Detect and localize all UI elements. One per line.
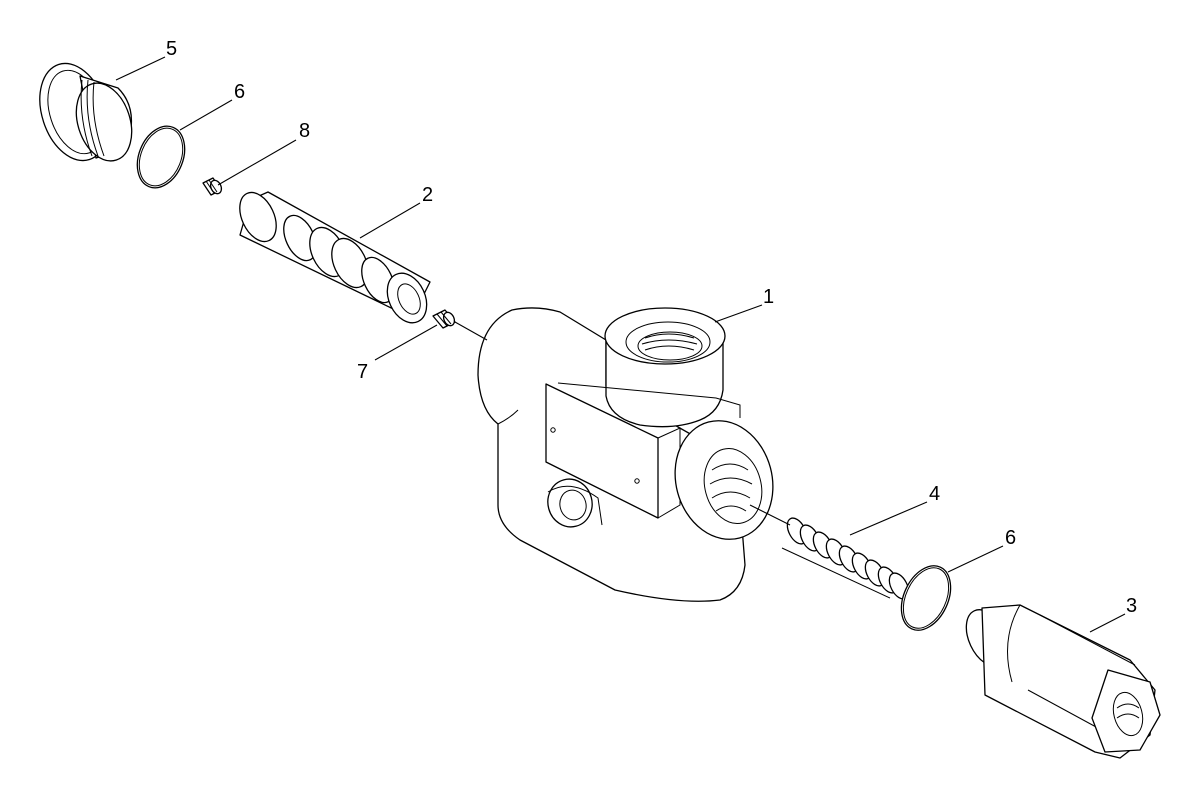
- callout-1: 1: [763, 286, 774, 308]
- callout-3: 3: [1126, 595, 1137, 617]
- leader-line-7-axis: [454, 321, 488, 341]
- spool-part: [239, 191, 431, 324]
- end-cap-part: [965, 604, 1161, 759]
- callout-labels: 5 6 8 2 7 1 4 6 3: [166, 38, 1137, 617]
- set-screw-upper-part: [202, 177, 223, 196]
- plug-part: [39, 62, 133, 162]
- callout-8: 8: [299, 120, 310, 142]
- valve-body-part: [477, 307, 774, 602]
- leader-line-1: [714, 304, 763, 323]
- callout-4: 4: [929, 483, 940, 505]
- leader-line-spring-axis: [749, 504, 791, 526]
- callout-7: 7: [357, 361, 368, 383]
- leader-line-4: [849, 501, 928, 536]
- leader-lines: [115, 56, 1126, 633]
- callout-2: 2: [422, 184, 433, 206]
- leader-line-2: [359, 202, 421, 239]
- leader-line-6-right: [947, 545, 1004, 573]
- leader-line-7: [374, 324, 438, 361]
- o-ring-left-part: [136, 125, 186, 189]
- leader-line-3: [1089, 613, 1126, 633]
- callout-6-right: 6: [1005, 527, 1016, 549]
- spring-part: [781, 517, 910, 600]
- callout-5: 5: [166, 38, 177, 60]
- leader-line-8: [217, 139, 297, 186]
- leader-line-6-left: [179, 99, 233, 131]
- o-ring-right-part: [900, 565, 952, 631]
- callout-6-left: 6: [234, 81, 245, 103]
- leader-line-5: [115, 56, 166, 81]
